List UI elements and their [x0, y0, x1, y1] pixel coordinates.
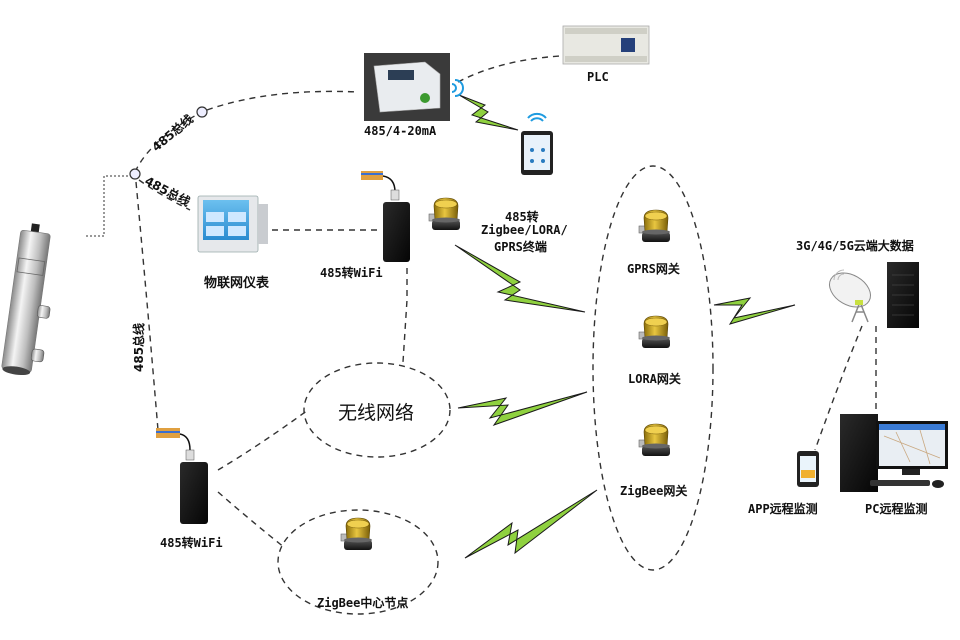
bus-top-node [196, 106, 208, 118]
gprs-gateway-icon [638, 209, 671, 243]
bus-left-line [135, 181, 159, 431]
lora-gateway-icon [638, 315, 671, 349]
lightning-zigbee-gateways [464, 489, 598, 559]
bus-junction-node [129, 168, 141, 180]
wireless-network-label: 无线网络 [338, 402, 415, 424]
zigbee-gateway-icon [638, 423, 671, 457]
satellite-dish-server-icon [829, 262, 919, 328]
converter-to-plc-line [457, 55, 561, 83]
wireless-links [454, 94, 796, 559]
din-rail-module-icon [364, 53, 450, 121]
wifi-adapter-bottom-icon [156, 428, 208, 524]
zigbee-center-gateway-icon [340, 517, 373, 551]
smartphone-icon [797, 451, 819, 487]
wifi-bottom-label: 485转WiFi [160, 536, 223, 550]
panel-meter-icon [197, 195, 268, 253]
zigbee-center-label: ZigBee中心节点 [317, 596, 409, 610]
lightning-gateways-cloud [713, 297, 796, 325]
terminal-label-line3: GPRS终端 [494, 240, 547, 254]
cloud-label: 3G/4G/5G云端大数据 [796, 239, 914, 253]
wifi-signal-icon [451, 79, 464, 97]
bus-top-line [134, 112, 201, 173]
lightning-network-gateways [457, 391, 588, 426]
bus-top-to-converter-line [206, 90, 359, 111]
wireless-network-ellipse [303, 362, 451, 458]
lora-gateway-label: LORA网关 [628, 372, 681, 386]
wifi-top-label: 485转WiFi [320, 266, 383, 280]
gprs-gateway-label: GPRS网关 [627, 262, 680, 276]
wifi-adapter-icon [361, 171, 410, 262]
gateway-group-ellipse [592, 165, 714, 571]
zigbee-center-ellipse [277, 509, 439, 615]
terminal-label-line1: 485转 [505, 210, 539, 224]
bus-mid-line [138, 179, 191, 211]
desktop-pc-icon [840, 414, 948, 492]
wifi-bottom-to-zigbee-line [217, 491, 286, 549]
lightning-terminal-gateways [454, 244, 586, 313]
wifi-top-to-network-line [402, 268, 408, 363]
plc-label: PLC [587, 70, 609, 84]
probe-sensor-icon [1, 223, 51, 376]
cloud-to-app-line [814, 325, 863, 451]
lightning-converter-tablet [458, 94, 519, 131]
app-monitor-label: APP远程监测 [748, 502, 818, 516]
tablet-icon [521, 112, 553, 175]
converter-label: 485/4-20mA [364, 124, 437, 138]
terminal-label-line2: Zigbee/LORA/ [481, 223, 568, 237]
sensor-to-junction-line [86, 175, 130, 237]
wifi-bottom-to-network-line [217, 409, 309, 471]
plc-icon [562, 25, 650, 65]
pc-monitor-label: PC远程监测 [865, 502, 928, 516]
zigbee-gateway-label: ZigBee网关 [620, 484, 688, 498]
iot-meter-label: 物联网仪表 [204, 276, 270, 291]
terminal-gateway-icon [428, 197, 461, 231]
connection-lines [86, 55, 877, 615]
bus-left-label: 485总线 [132, 322, 146, 372]
